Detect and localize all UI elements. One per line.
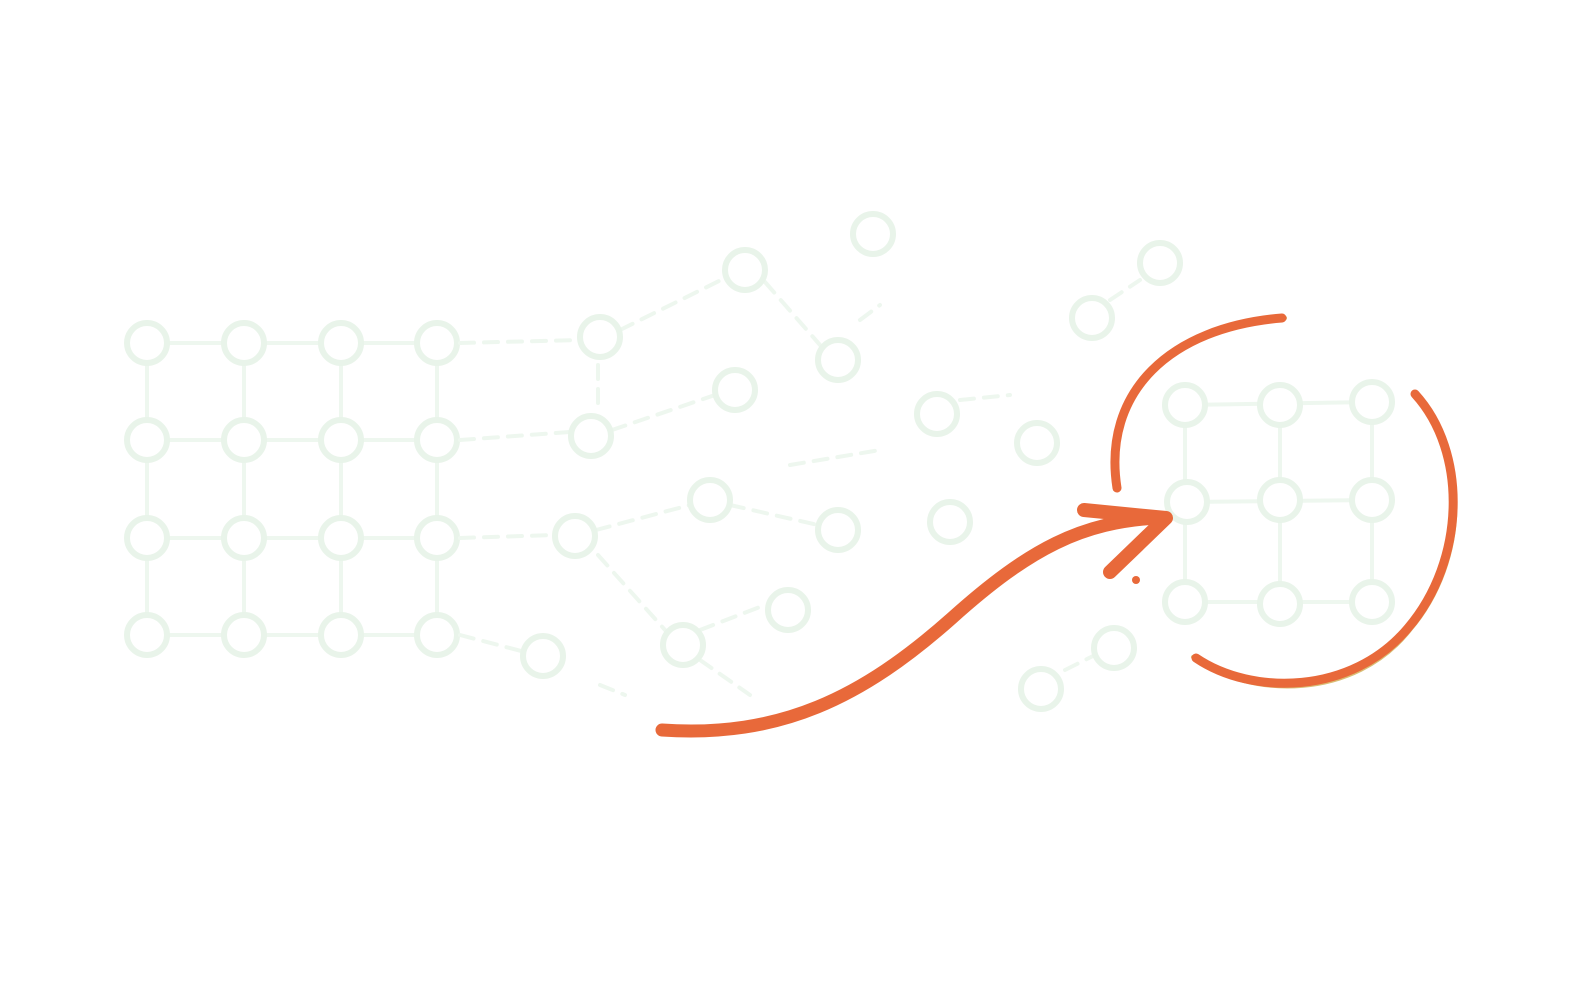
scattered-links — [458, 276, 1142, 697]
grid-links — [145, 341, 439, 637]
grid-network-icon — [124, 320, 460, 658]
restored-grid-icon — [1162, 379, 1395, 627]
scattered-nodes — [520, 211, 1183, 712]
focus-circle-icon — [1110, 313, 1458, 689]
scattered-network-icon — [458, 211, 1183, 712]
grid-nodes — [124, 320, 460, 658]
restored-grid-nodes — [1162, 379, 1395, 627]
curved-arrow-icon — [655, 503, 1173, 738]
